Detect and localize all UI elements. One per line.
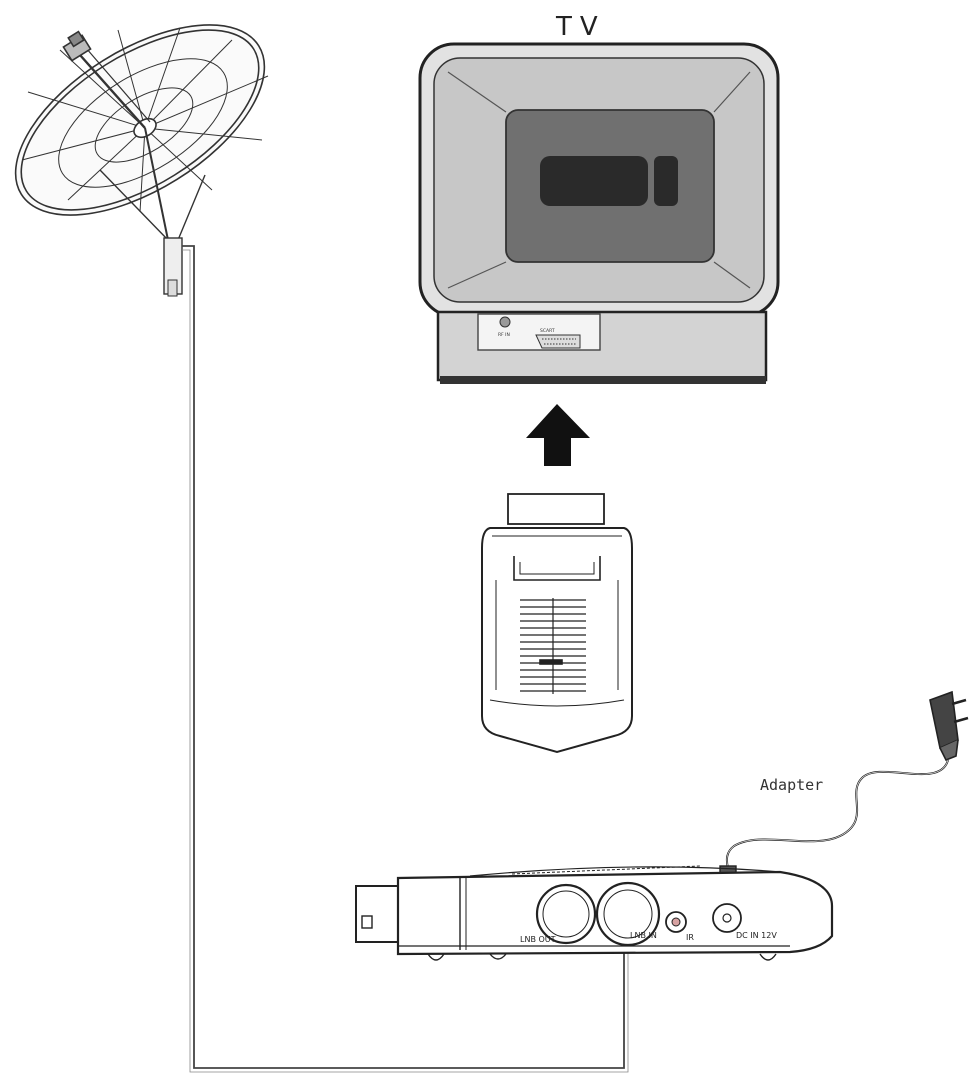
lnb-in-label: LNB IN: [630, 931, 657, 940]
ir-label: IR: [686, 933, 694, 942]
scart-port-icon: [535, 334, 581, 349]
satellite-receiver: [355, 865, 834, 961]
dc-in-label: DC IN 12V: [736, 931, 777, 940]
tv-panel-left-label: RF IN: [498, 332, 510, 338]
coax-cable: [182, 245, 625, 1069]
television: RF IN SCART: [418, 42, 780, 384]
adapter-label: Adapter: [760, 776, 824, 794]
power-plug-icon: [929, 690, 969, 762]
lnb-out-label: LNB OUT: [520, 935, 556, 944]
rf-in-port-icon: [499, 316, 511, 328]
scart-plug: [481, 493, 633, 754]
up-arrow-icon: [526, 404, 590, 466]
satellite-dish: [14, 24, 269, 297]
tv-label: TV: [556, 12, 606, 42]
receiver-port-labels: LNB OUT LNB IN IR DC IN 12V: [520, 931, 777, 944]
tv-panel-right-label: SCART: [540, 328, 555, 334]
